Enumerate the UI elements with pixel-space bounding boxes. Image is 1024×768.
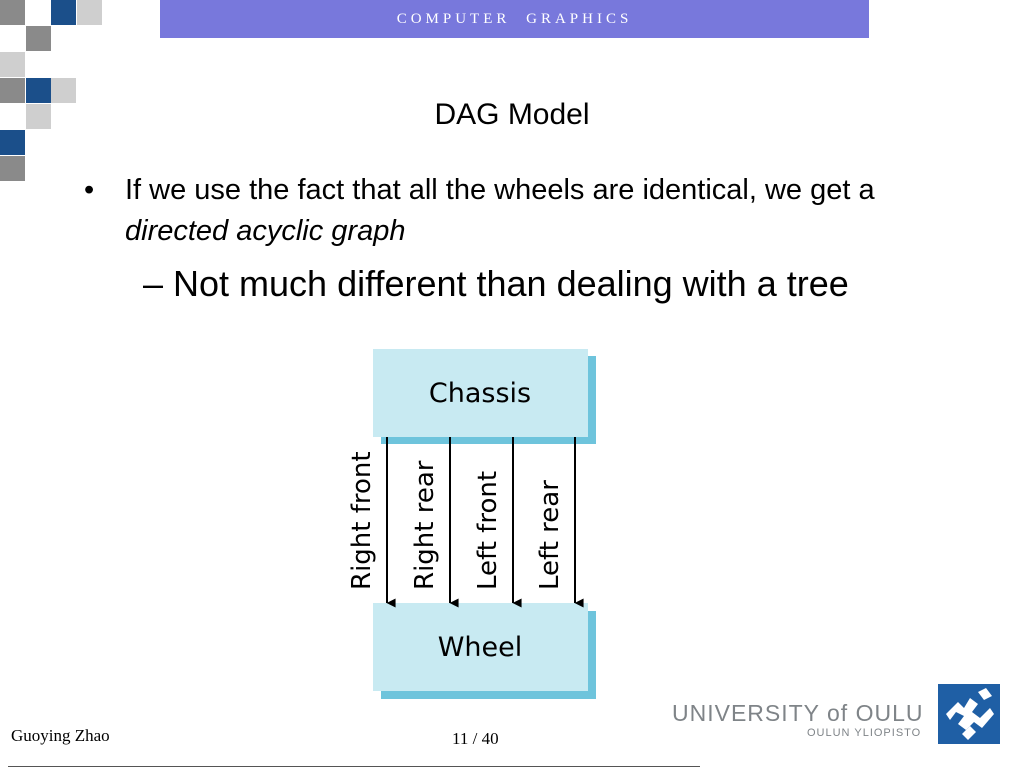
bullet-text: If we use the fact that all the wheels a…	[125, 170, 945, 252]
wheel-node	[373, 603, 588, 691]
bullet-text-emphasis: directed acyclic graph	[125, 215, 406, 247]
edge-label-right-front: Right front	[347, 451, 377, 590]
edge-label-right-rear: Right rear	[410, 460, 440, 590]
header-banner: COMPUTER GRAPHICS	[160, 0, 869, 38]
sub-bullet-item: – Not much different than dealing with a…	[143, 263, 849, 304]
footer-author: Guoying Zhao	[11, 726, 110, 745]
wheel-label: Wheel	[438, 632, 523, 663]
university-logo-icon	[938, 684, 1000, 744]
page-number: 11 / 40	[452, 729, 499, 748]
edge-label-left-front: Left front	[473, 471, 503, 590]
university-logo-mark	[946, 688, 994, 740]
chassis-node	[373, 349, 588, 437]
bullet-marker: •	[84, 174, 95, 206]
university-subtitle: OULUN YLIOPISTO	[807, 727, 922, 739]
footer-divider	[8, 766, 700, 767]
dag-diagram: Chassis Wheel Right front Right rear Lef…	[330, 340, 620, 705]
edge-label-left-rear: Left rear	[535, 480, 565, 590]
slide-title: DAG Model	[434, 98, 590, 131]
bullet-text-plain: If we use the fact that all the wheels a…	[125, 174, 875, 206]
chassis-label: Chassis	[429, 378, 531, 409]
decorative-checker-pattern	[0, 0, 104, 182]
dag-diagram-svg: Chassis Wheel Right front Right rear Lef…	[347, 349, 596, 699]
university-name: UNIVERSITY of OULU	[672, 700, 924, 726]
